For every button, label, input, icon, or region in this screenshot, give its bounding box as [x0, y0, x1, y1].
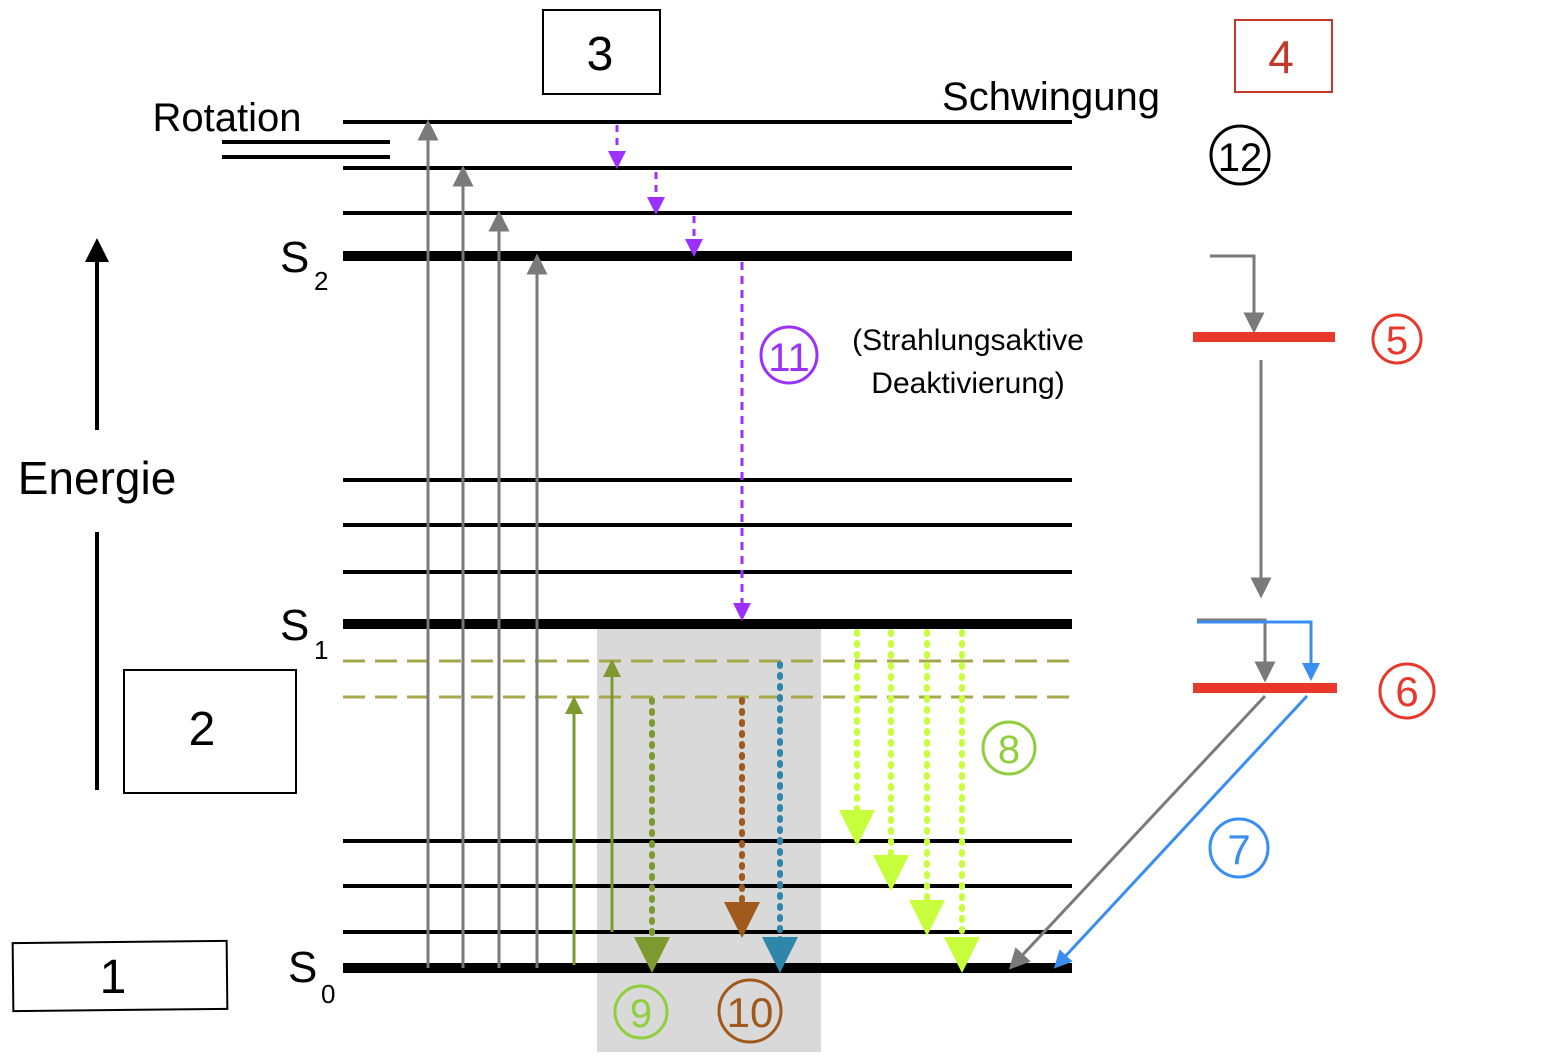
marker-6-circle	[1378, 662, 1436, 720]
marker-9-text: 9	[630, 992, 652, 1036]
s0-label: S	[288, 943, 317, 992]
box-4	[1234, 19, 1333, 93]
marker-5-text: 5	[1386, 319, 1408, 363]
marker-12-text: 12	[1218, 136, 1263, 180]
s1-label: S	[280, 601, 309, 650]
marker-10-text: 10	[727, 989, 774, 1036]
box-1-label: 1	[100, 951, 127, 1004]
deactivation-label-1: (Strahlungsaktive	[852, 324, 1084, 357]
marker-12-circle	[1209, 124, 1271, 186]
schwingung-label: Schwingung	[942, 75, 1160, 119]
gray-step-arrow	[1197, 618, 1276, 683]
box-3	[542, 9, 661, 95]
box-2	[123, 669, 297, 794]
marker-8-circle	[981, 720, 1037, 776]
gray-diagonal-arrow	[1008, 694, 1267, 970]
marker-6-text: 6	[1395, 668, 1418, 715]
box-3-label: 3	[587, 28, 614, 81]
s2-label: S	[280, 233, 309, 282]
box-4-label: 4	[1268, 31, 1294, 83]
marker-11-text: 11	[768, 336, 810, 380]
marker-10-circle	[717, 978, 783, 1044]
s1-subscript: 1	[314, 635, 328, 665]
box-1	[11, 939, 229, 1013]
energy-axis-label: Energie	[18, 452, 177, 504]
phosphorescence-arrow	[1053, 694, 1309, 969]
marker-5-circle	[1371, 313, 1423, 365]
rotation-label: Rotation	[153, 96, 302, 140]
intersystem-crossing-arrow	[1210, 254, 1265, 334]
marker-9-circle	[613, 984, 669, 1040]
s2-subscript: 2	[314, 266, 328, 296]
marker-7-text: 7	[1227, 826, 1250, 873]
s0-subscript: 0	[321, 979, 335, 1009]
box-2-label: 2	[189, 703, 216, 756]
marker-7-circle	[1208, 817, 1270, 879]
deactivation-label-2: Deaktivierung)	[871, 367, 1064, 400]
blue-step-arrow	[1197, 620, 1320, 681]
marker-8-text: 8	[998, 728, 1020, 772]
marker-11-circle	[759, 325, 819, 385]
